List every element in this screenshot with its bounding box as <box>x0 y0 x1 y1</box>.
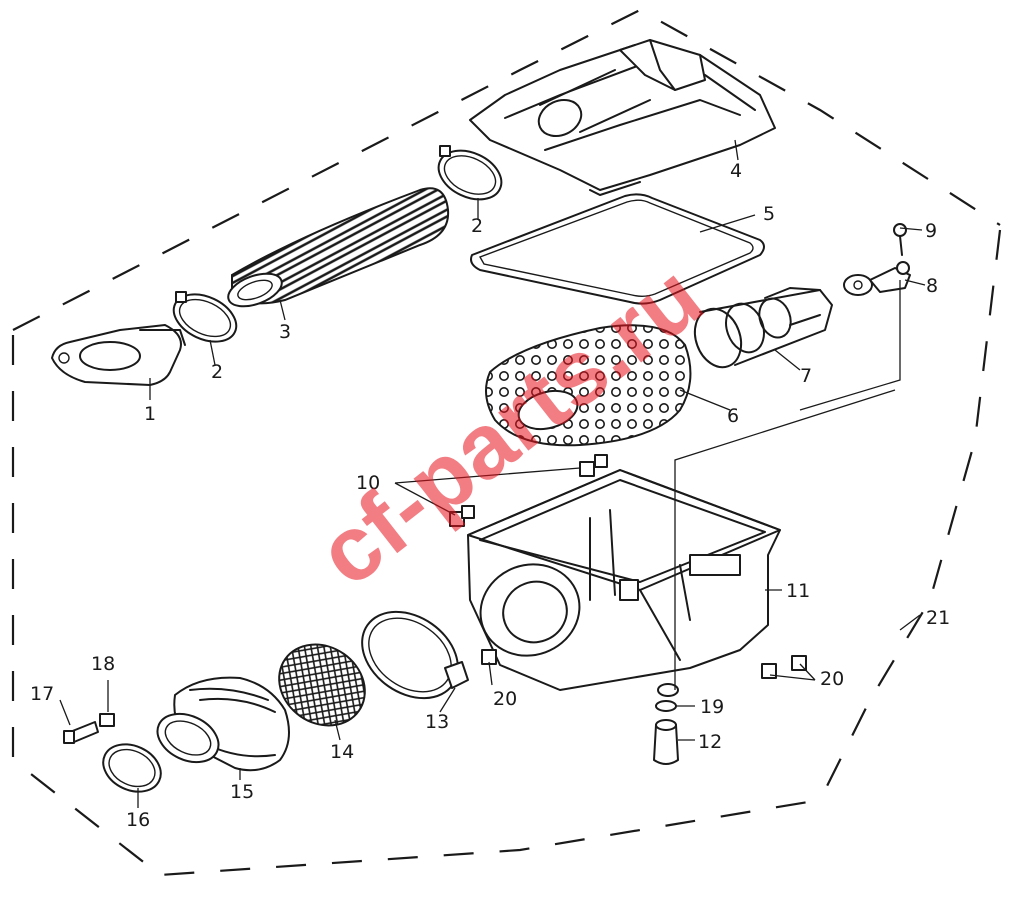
large-clamp <box>361 610 469 700</box>
label-19: 19 <box>700 696 724 718</box>
inlet-flange <box>51 324 186 386</box>
screw <box>63 721 99 744</box>
drain-oring <box>655 700 677 712</box>
label-8: 8 <box>926 275 938 297</box>
flex-hose <box>227 187 450 308</box>
label-1: 1 <box>144 403 156 425</box>
label-15: 15 <box>230 781 254 803</box>
part-labels: 1 2 3 2 4 5 6 7 8 9 10 11 12 13 14 15 16… <box>30 160 950 831</box>
label-6: 6 <box>727 405 739 427</box>
label-20-left: 20 <box>493 688 517 710</box>
mounting-bracket <box>843 261 911 296</box>
label-11: 11 <box>786 580 810 602</box>
label-7: 7 <box>800 365 812 387</box>
hose-clamp-lower <box>172 291 238 343</box>
filter-cage <box>693 287 833 369</box>
filter-element <box>485 324 692 447</box>
label-14: 14 <box>330 741 354 763</box>
label-12: 12 <box>698 731 722 753</box>
label-10: 10 <box>356 472 380 494</box>
label-2-lower: 2 <box>211 361 223 383</box>
leader-lines <box>59 139 926 808</box>
label-21: 21 <box>926 607 950 629</box>
label-20-right: 20 <box>820 668 844 690</box>
lid-gasket <box>470 193 765 305</box>
small-bolt <box>893 223 907 256</box>
label-13: 13 <box>425 711 449 733</box>
label-5: 5 <box>763 203 775 225</box>
small-clamp <box>102 743 162 793</box>
intake-boot <box>156 676 290 772</box>
nut <box>99 713 115 727</box>
label-2-upper: 2 <box>471 215 483 237</box>
housing-clips <box>449 454 608 527</box>
hose-clamp-upper <box>437 145 503 201</box>
label-3: 3 <box>279 321 291 343</box>
airbox-housing <box>467 469 781 697</box>
drain-tube <box>653 719 679 765</box>
label-9: 9 <box>925 220 937 242</box>
label-18: 18 <box>91 653 115 675</box>
label-16: 16 <box>126 809 150 831</box>
mesh-screen <box>278 643 366 727</box>
airbox-cover <box>469 39 776 196</box>
label-4: 4 <box>730 160 742 182</box>
retainer-clips <box>481 649 807 679</box>
assembly-boundary <box>11 8 1002 877</box>
label-17: 17 <box>30 683 54 705</box>
